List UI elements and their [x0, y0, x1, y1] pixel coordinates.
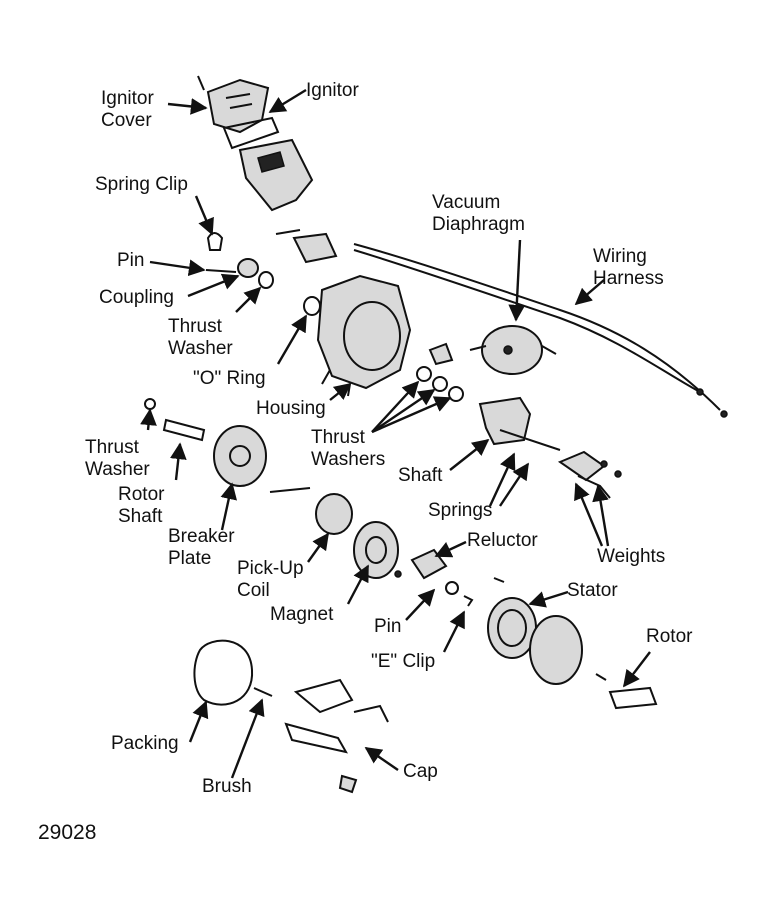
- breaker-plate-part: [213, 425, 267, 487]
- leader-arrows: [140, 88, 651, 779]
- cap-part: [284, 678, 389, 794]
- packing-part: [193, 639, 254, 706]
- pin-top-part: [205, 269, 237, 273]
- rotor-part: [529, 615, 658, 710]
- housing-part: [316, 274, 412, 397]
- shaft-part: [478, 396, 561, 451]
- label-shaft: Shaft: [398, 465, 443, 486]
- rotor-shaft-part: [162, 418, 206, 442]
- vacuum-diaphragm-part: [469, 325, 557, 375]
- e-clip-part: [463, 595, 474, 607]
- ignitor-cover-part: [197, 75, 270, 134]
- ignitor-part: [222, 116, 314, 212]
- figure-number: 29028: [38, 821, 97, 844]
- coupling-part: [237, 258, 259, 278]
- label-pin-bottom: Pin: [374, 616, 402, 637]
- label-ignitor: Ignitor: [306, 80, 359, 101]
- brush-part: [253, 687, 273, 697]
- wiring-harness-part: [353, 243, 728, 418]
- label-coupling: Coupling: [99, 287, 174, 308]
- thrust-washer-left-part: [144, 398, 156, 410]
- stator-part: [487, 577, 537, 659]
- label-magnet: Magnet: [270, 604, 334, 625]
- o-ring-part: [303, 296, 321, 316]
- label-brush: Brush: [202, 776, 252, 797]
- pin-bottom-part: [394, 570, 459, 595]
- label-weights: Weights: [597, 546, 666, 567]
- thrust-washer-top-part: [258, 271, 274, 289]
- thrust-washers-part: [416, 342, 464, 402]
- label-spring-clip: Spring Clip: [95, 174, 188, 195]
- label-e-clip: "E" Clip: [371, 651, 436, 672]
- label-springs: Springs: [428, 500, 493, 521]
- spring-clip-part: [206, 232, 224, 251]
- label-pin-top: Pin: [117, 250, 145, 271]
- weights-part: [557, 450, 622, 499]
- label-o-ring: "O" Ring: [193, 368, 266, 389]
- label-cap: Cap: [403, 761, 438, 782]
- label-reluctor: Reluctor: [467, 530, 538, 551]
- label-stator: Stator: [567, 580, 618, 601]
- label-housing: Housing: [256, 398, 326, 419]
- magnet-part: [353, 521, 399, 579]
- pick-up-coil-part: [269, 487, 353, 535]
- label-rotor: Rotor: [646, 626, 693, 647]
- connector-part: [275, 229, 338, 264]
- label-packing: Packing: [111, 733, 179, 754]
